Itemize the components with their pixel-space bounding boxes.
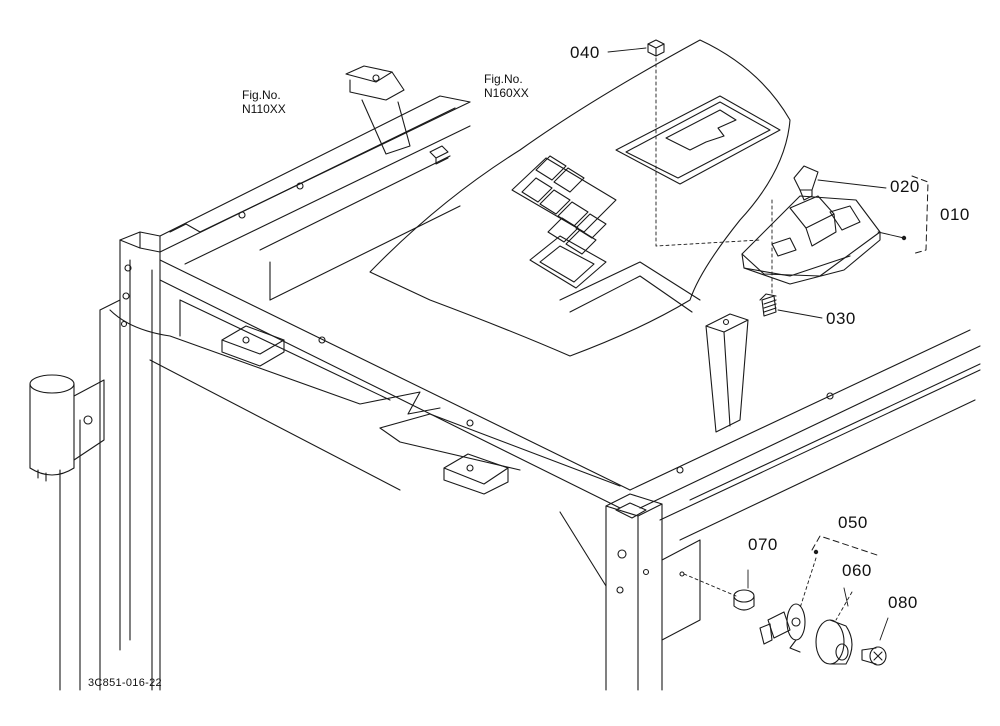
knob-020	[793, 165, 819, 201]
cylinder-pin	[29, 374, 105, 482]
figure-ref-left-number: N110XX	[242, 102, 286, 116]
part-label-030: 030	[826, 309, 856, 328]
part-label-040: 040	[570, 43, 600, 62]
group-brackets	[811, 175, 929, 557]
part-label-070: 070	[748, 535, 778, 554]
dashboard-panel	[369, 39, 791, 357]
left-post	[59, 231, 161, 691]
spacer-070	[733, 589, 755, 611]
drawing-code: 3C851-016-22	[88, 677, 162, 689]
reference-lines	[655, 57, 853, 621]
front-beam	[149, 259, 631, 509]
floor-panel	[109, 309, 621, 487]
leader-lines	[607, 47, 905, 641]
part-label-060: 060	[842, 561, 872, 580]
part-label-050: 050	[838, 513, 868, 532]
plate-060	[815, 619, 853, 665]
switch-050	[759, 603, 806, 653]
figure-ref-center-number: N160XX	[484, 86, 529, 100]
screw-080	[861, 646, 887, 666]
middle-tab	[221, 325, 285, 367]
part-label-020: 020	[890, 177, 920, 196]
switch-assembly	[741, 195, 881, 285]
right-post	[559, 493, 701, 691]
part-label-010: 010	[940, 205, 970, 224]
nut-040	[647, 39, 665, 57]
upright-bracket	[705, 313, 749, 433]
figure-ref-left: Fig.No. N110XX	[242, 88, 286, 116]
top-left-beam	[159, 95, 471, 301]
figure-ref-center-prefix: Fig.No.	[484, 72, 523, 86]
right-beam	[629, 329, 981, 541]
top-bracket	[345, 65, 449, 165]
figure-ref-left-prefix: Fig.No.	[242, 88, 281, 102]
part-label-080: 080	[888, 593, 918, 612]
bottom-tab	[443, 453, 509, 495]
bolt-030	[759, 293, 777, 317]
figure-ref-center: Fig.No. N160XX	[484, 72, 529, 100]
